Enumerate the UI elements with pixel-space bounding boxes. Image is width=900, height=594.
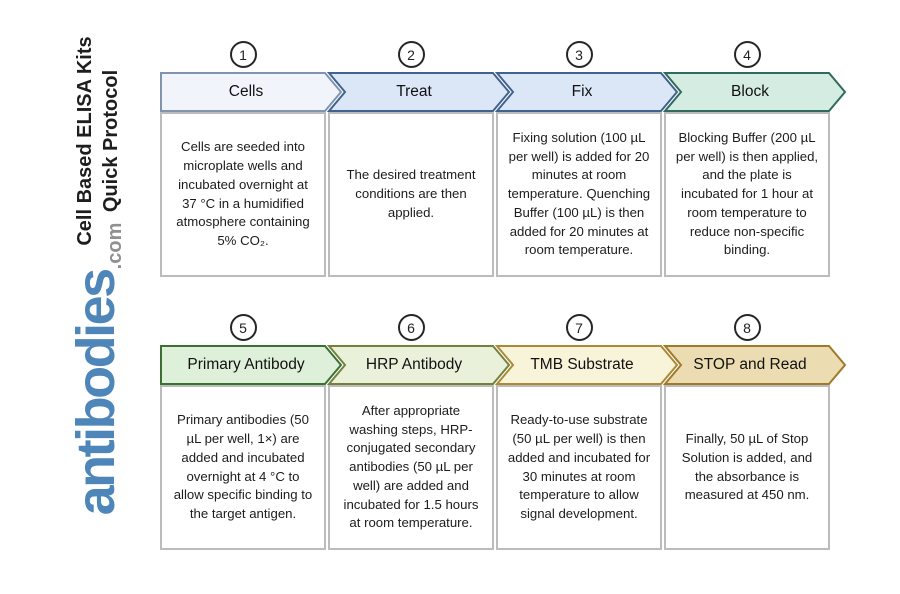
chevron-arrow-shape	[160, 72, 343, 112]
chevron-arrow-shape	[326, 345, 511, 385]
step-label: STOP and Read	[693, 356, 807, 373]
brand-logo-suffix: .com	[104, 222, 126, 270]
step-number-badge: 6	[397, 314, 425, 341]
step-number-badge: 4	[733, 41, 761, 68]
step-label: Block	[731, 83, 769, 100]
step-stop-and-read: 8 STOP and Read Finally, 50 µL of Stop S…	[662, 314, 847, 550]
page-title-line-2: Quick Protocol	[100, 69, 122, 213]
step-label: HRP Antibody	[365, 356, 463, 373]
step-description: Ready-to-use substrate (50 µL per well) …	[496, 385, 662, 550]
step-header-arrow: Fix	[494, 72, 679, 112]
page-title: Cell Based ELISA Kits Quick Protocol	[70, 31, 126, 251]
chevron-arrow-shape	[160, 345, 343, 385]
step-description: Blocking Buffer (200 µL per well) is the…	[664, 112, 830, 277]
step-label: Fix	[571, 83, 593, 100]
chevron-arrow-shape	[326, 72, 511, 112]
step-header-arrow: Primary Antibody	[160, 345, 343, 385]
step-header-arrow: HRP Antibody	[326, 345, 511, 385]
step-block: 4 Block Blocking Buffer (200 µL per well…	[662, 41, 847, 277]
step-label: Treat	[396, 83, 432, 100]
page-title-line-1: Cell Based ELISA Kits	[74, 36, 96, 246]
flow-row-1: 1 Cells Cells are seeded into microplate…	[160, 41, 850, 277]
step-header-arrow: Cells	[160, 72, 343, 112]
chevron-arrow-shape	[494, 72, 679, 112]
step-fix: 3 Fix Fixing solution (100 µL per well) …	[494, 41, 679, 277]
brand-logo-text: antibodies	[66, 270, 126, 516]
protocol-flow: 1 Cells Cells are seeded into microplate…	[160, 41, 850, 550]
chevron-arrow-shape	[662, 72, 847, 112]
step-number-badge: 1	[229, 41, 257, 68]
step-number-badge: 7	[565, 314, 593, 341]
step-number-badge: 8	[733, 314, 761, 341]
chevron-arrow-shape	[662, 345, 847, 385]
step-label: TMB Substrate	[530, 356, 634, 373]
step-number-badge: 5	[229, 314, 257, 341]
step-cells: 1 Cells Cells are seeded into microplate…	[160, 41, 343, 277]
flow-row-2: 5 Primary Antibody Primary antibodies (5…	[160, 314, 850, 550]
step-header-arrow: Block	[662, 72, 847, 112]
step-number-badge: 2	[397, 41, 425, 68]
step-header-arrow: Treat	[326, 72, 511, 112]
step-header-arrow: TMB Substrate	[494, 345, 679, 385]
step-description: After appropriate washing steps, HRP-con…	[328, 385, 494, 550]
step-description: Finally, 50 µL of Stop Solution is added…	[664, 385, 830, 550]
step-label: Primary Antibody	[187, 356, 305, 373]
step-description: Primary antibodies (50 µL per well, 1×) …	[160, 385, 326, 550]
chevron-arrow-shape	[494, 345, 679, 385]
step-description: The desired treatment conditions are the…	[328, 112, 494, 277]
step-number-badge: 3	[565, 41, 593, 68]
brand-logo: antibodies .com	[57, 223, 126, 516]
step-hrp-antibody: 6 HRP Antibody After appropriate washing…	[326, 314, 511, 550]
step-tmb-substrate: 7 TMB Substrate Ready-to-use substrate (…	[494, 314, 679, 550]
step-description: Cells are seeded into microplate wells a…	[160, 112, 326, 277]
step-description: Fixing solution (100 µL per well) is add…	[496, 112, 662, 277]
step-primary-antibody: 5 Primary Antibody Primary antibodies (5…	[160, 314, 343, 550]
step-header-arrow: STOP and Read	[662, 345, 847, 385]
step-label: Cells	[228, 83, 264, 100]
step-treat: 2 Treat The desired treatment conditions…	[326, 41, 511, 277]
